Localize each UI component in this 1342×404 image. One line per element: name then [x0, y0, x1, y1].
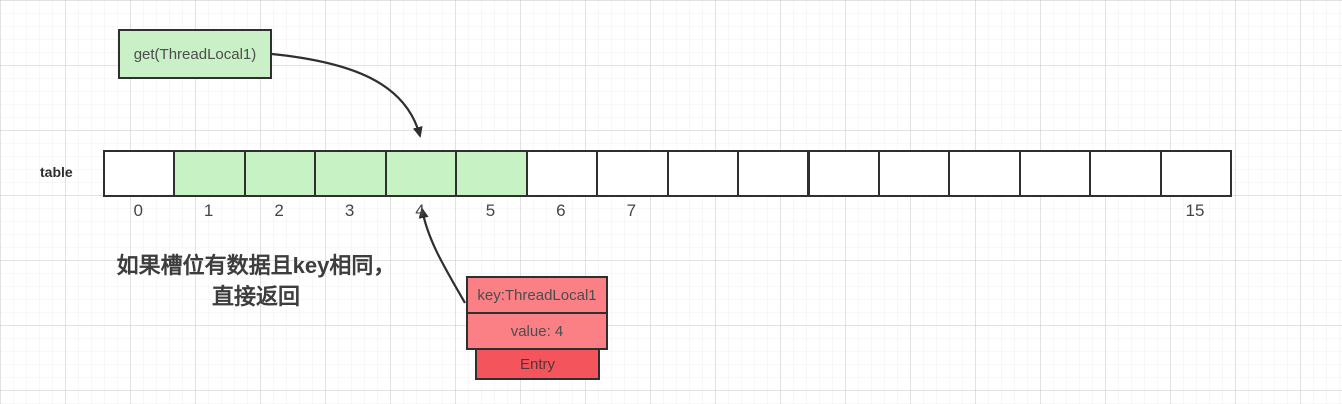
table-cell — [877, 150, 951, 197]
get-to-slot4-arrow — [271, 52, 423, 138]
table-cell — [384, 150, 458, 197]
get-call-label: get(ThreadLocal1) — [133, 45, 257, 63]
annotation-line1: 如果槽位有数据且key相同， — [116, 253, 396, 278]
table-label: table — [40, 164, 73, 180]
table-cell — [666, 150, 740, 197]
table-cell — [1089, 150, 1162, 197]
entry-value-box: value: 4 — [466, 312, 608, 350]
entry-key-label: key:ThreadLocal1 — [477, 286, 597, 304]
entry-key-box: key:ThreadLocal1 — [466, 276, 608, 314]
cell-index-label: 0 — [133, 201, 143, 220]
cell-index-label: 3 — [344, 201, 355, 220]
table-cell — [1018, 150, 1092, 197]
entry-to-slot4-arrow — [418, 207, 466, 304]
cell-index-label: 6 — [556, 201, 566, 220]
cell-index-label: 5 — [485, 201, 496, 220]
table-cell — [525, 150, 599, 197]
annotation-text: 如果槽位有数据且key相同， 直接返回 — [100, 250, 412, 312]
annotation-line2: 直接返回 — [211, 284, 300, 309]
table-cell — [596, 150, 669, 197]
table-cell — [173, 150, 246, 197]
cell-index-label: 15 — [1185, 201, 1205, 220]
table-cell — [455, 150, 528, 197]
table-cell — [807, 150, 880, 197]
table-cell — [1159, 150, 1233, 197]
entry-tag-box: Entry — [475, 348, 600, 380]
get-call-box: get(ThreadLocal1) — [118, 29, 272, 79]
table-cell — [103, 150, 176, 197]
cell-index-label: 7 — [626, 201, 637, 220]
table-cell — [737, 150, 810, 197]
table-cell — [314, 150, 387, 197]
cell-index-label: 1 — [203, 201, 214, 220]
table-cell — [243, 150, 317, 197]
entry-value-label: value: 4 — [510, 322, 564, 340]
table-cell — [948, 150, 1021, 197]
entry-tag-label: Entry — [519, 355, 555, 373]
cell-index-label: 4 — [415, 201, 425, 220]
cell-index-label: 2 — [274, 201, 284, 220]
